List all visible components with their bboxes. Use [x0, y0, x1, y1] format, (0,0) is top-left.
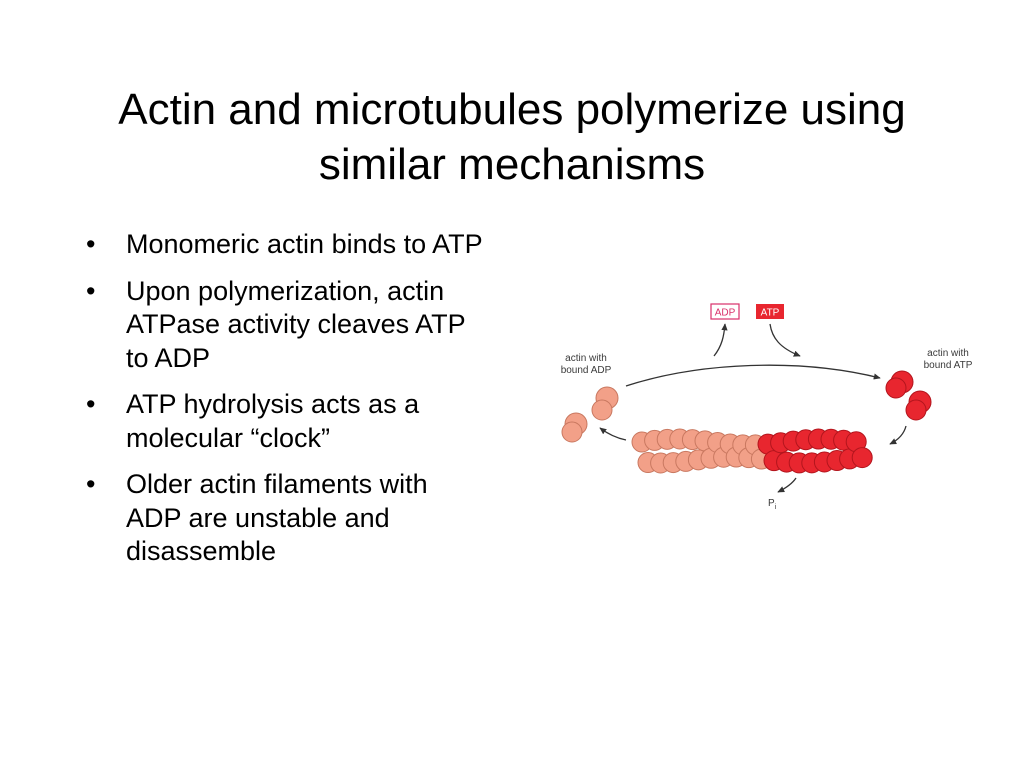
- actin-monomers: [561, 370, 932, 443]
- atp-actin-subunit: [851, 447, 873, 469]
- bullet-list: • Monomeric actin binds to ATP • Upon po…: [86, 228, 486, 582]
- adp-release-arrow: [713, 323, 728, 357]
- pi-label: Pi: [768, 498, 777, 511]
- adp-actin-subunit: [591, 399, 613, 421]
- bullet-item: • Monomeric actin binds to ATP: [86, 228, 486, 262]
- atp-binding-arrow: [769, 323, 801, 357]
- bullet-text: ATP hydrolysis acts as a molecular “cloc…: [126, 389, 420, 453]
- adp-actin-subunit: [561, 421, 583, 443]
- actin-cycle-diagram: ADP ATP actin with bound ADP actin with …: [561, 303, 973, 511]
- right-label-line1: actin with: [927, 348, 969, 359]
- bullet-item: • Older actin filaments with ADP are uns…: [86, 468, 486, 569]
- bullet-glyph: •: [86, 389, 96, 419]
- atp-actin-subunit: [885, 377, 907, 399]
- bullet-text: Monomeric actin binds to ATP: [126, 229, 483, 259]
- actin-filament: [631, 428, 873, 474]
- left-release-arrow: [599, 427, 627, 441]
- left-label-line1: actin with: [565, 353, 607, 364]
- atp-box: ATP: [756, 304, 784, 319]
- bullet-item: • ATP hydrolysis acts as a molecular “cl…: [86, 388, 486, 455]
- slide-title: Actin and microtubules polymerize using …: [118, 85, 906, 189]
- adp-box: ADP: [710, 303, 740, 320]
- atp-box-label: ATP: [761, 308, 780, 319]
- top-cycle-arrow: [625, 364, 881, 387]
- bullet-glyph: •: [86, 229, 96, 259]
- pi-release-arrow: [777, 477, 797, 493]
- left-label-line2: bound ADP: [561, 365, 612, 376]
- atp-actin-subunit: [905, 399, 927, 421]
- adp-box-label: ADP: [715, 308, 736, 319]
- right-down-arrow: [889, 425, 907, 445]
- bullet-glyph: •: [86, 275, 96, 306]
- bullet-text: Upon polymerization, actin ATPase activi…: [126, 275, 466, 373]
- right-label-line2: bound ATP: [924, 360, 973, 371]
- bullet-glyph: •: [86, 469, 96, 499]
- bullet-item: • Upon polymerization, actin ATPase acti…: [86, 275, 486, 376]
- bullet-text: Older actin filaments with ADP are unsta…: [126, 469, 428, 566]
